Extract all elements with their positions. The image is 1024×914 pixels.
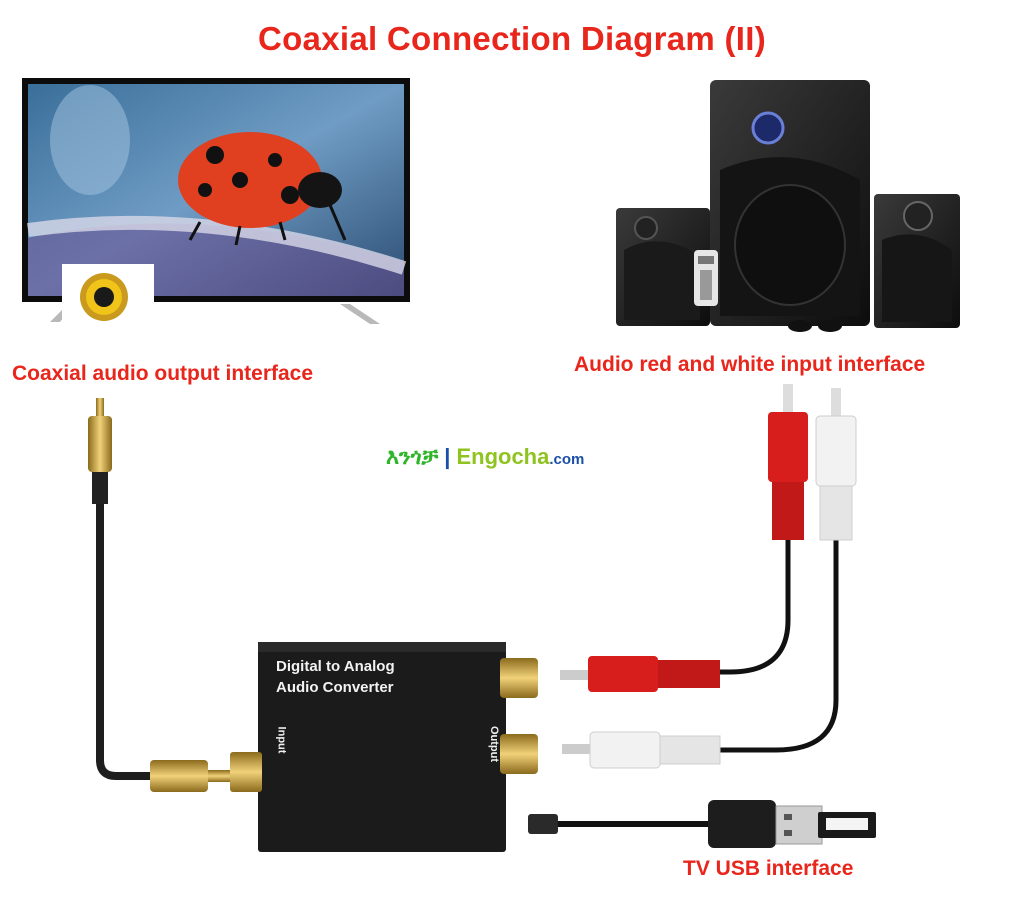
- ladybug-image: [178, 132, 347, 246]
- coaxial-plug-top: [88, 416, 112, 472]
- converter-label: Digital to Analog Audio Converter: [276, 656, 395, 698]
- watermark-amharic: እንጎቻ: [386, 444, 439, 469]
- converter-label-line1: Digital to Analog: [276, 658, 395, 675]
- speaker-system: [616, 80, 960, 332]
- rca-white-plug-horizontal: [562, 731, 721, 769]
- rca-output-jack-top: [500, 658, 538, 698]
- watermark-domain: .com: [549, 451, 585, 468]
- rca-input-label: Audio red and white input interface: [574, 353, 926, 376]
- coaxial-plug-bottom: [150, 760, 208, 792]
- output-port-label: Output: [488, 725, 501, 763]
- diagram-title: Coaxial Connection Diagram (II): [257, 20, 767, 57]
- television: [22, 78, 410, 328]
- watermark-separator: |: [444, 444, 451, 469]
- rca-white-plug-vertical: [815, 388, 857, 541]
- coaxial-output-label: Coaxial audio output interface: [12, 362, 314, 385]
- converter-box: [230, 642, 538, 852]
- rca-red-plug-vertical: [768, 384, 808, 540]
- usb-cable: [528, 800, 876, 848]
- usb-label: TV USB interface: [683, 857, 854, 880]
- rca-cables: [560, 384, 857, 769]
- input-port-label: Input: [275, 726, 288, 754]
- engocha-watermark: እንጎቻ|Engocha.com: [386, 444, 584, 470]
- coaxial-cable: [88, 398, 230, 792]
- tv-coaxial-jack: [62, 264, 154, 328]
- coaxial-input-jack: [230, 752, 262, 792]
- rca-output-jack-bottom: [500, 734, 538, 774]
- watermark-brand: Engocha: [456, 444, 550, 469]
- rca-red-plug-horizontal: [560, 656, 720, 692]
- converter-label-line2: Audio Converter: [276, 679, 394, 696]
